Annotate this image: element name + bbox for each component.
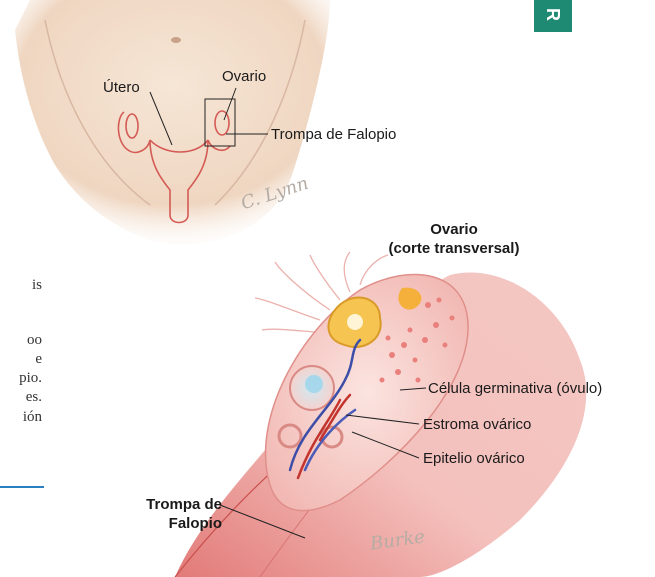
side-text-line: e bbox=[0, 351, 42, 368]
label-ovario-subtitle: (corte transversal) bbox=[354, 240, 554, 257]
label-ovario-top: Ovario bbox=[222, 68, 266, 85]
side-text-line: es. bbox=[0, 389, 42, 406]
label-trompa-bottom-2: Falopio bbox=[110, 515, 222, 532]
label-epitelio: Epitelio ovárico bbox=[423, 450, 525, 467]
navel bbox=[171, 37, 181, 43]
tab-letter: R bbox=[542, 8, 563, 21]
label-estroma: Estroma ovárico bbox=[423, 416, 531, 433]
label-utero: Útero bbox=[103, 79, 140, 96]
label-celula: Célula germinativa (óvulo) bbox=[428, 380, 602, 397]
label-trompa-top: Trompa de Falopio bbox=[271, 126, 396, 143]
section-tab: R bbox=[534, 0, 572, 32]
side-text-line: oo bbox=[0, 332, 42, 349]
side-text-line: pio. bbox=[0, 370, 42, 387]
label-trompa-bottom-1: Trompa de bbox=[110, 496, 222, 513]
label-ovario-title: Ovario bbox=[354, 221, 554, 238]
side-text-line: is bbox=[0, 277, 42, 294]
torso-shape bbox=[15, 0, 330, 245]
side-text-line: ión bbox=[0, 409, 42, 426]
